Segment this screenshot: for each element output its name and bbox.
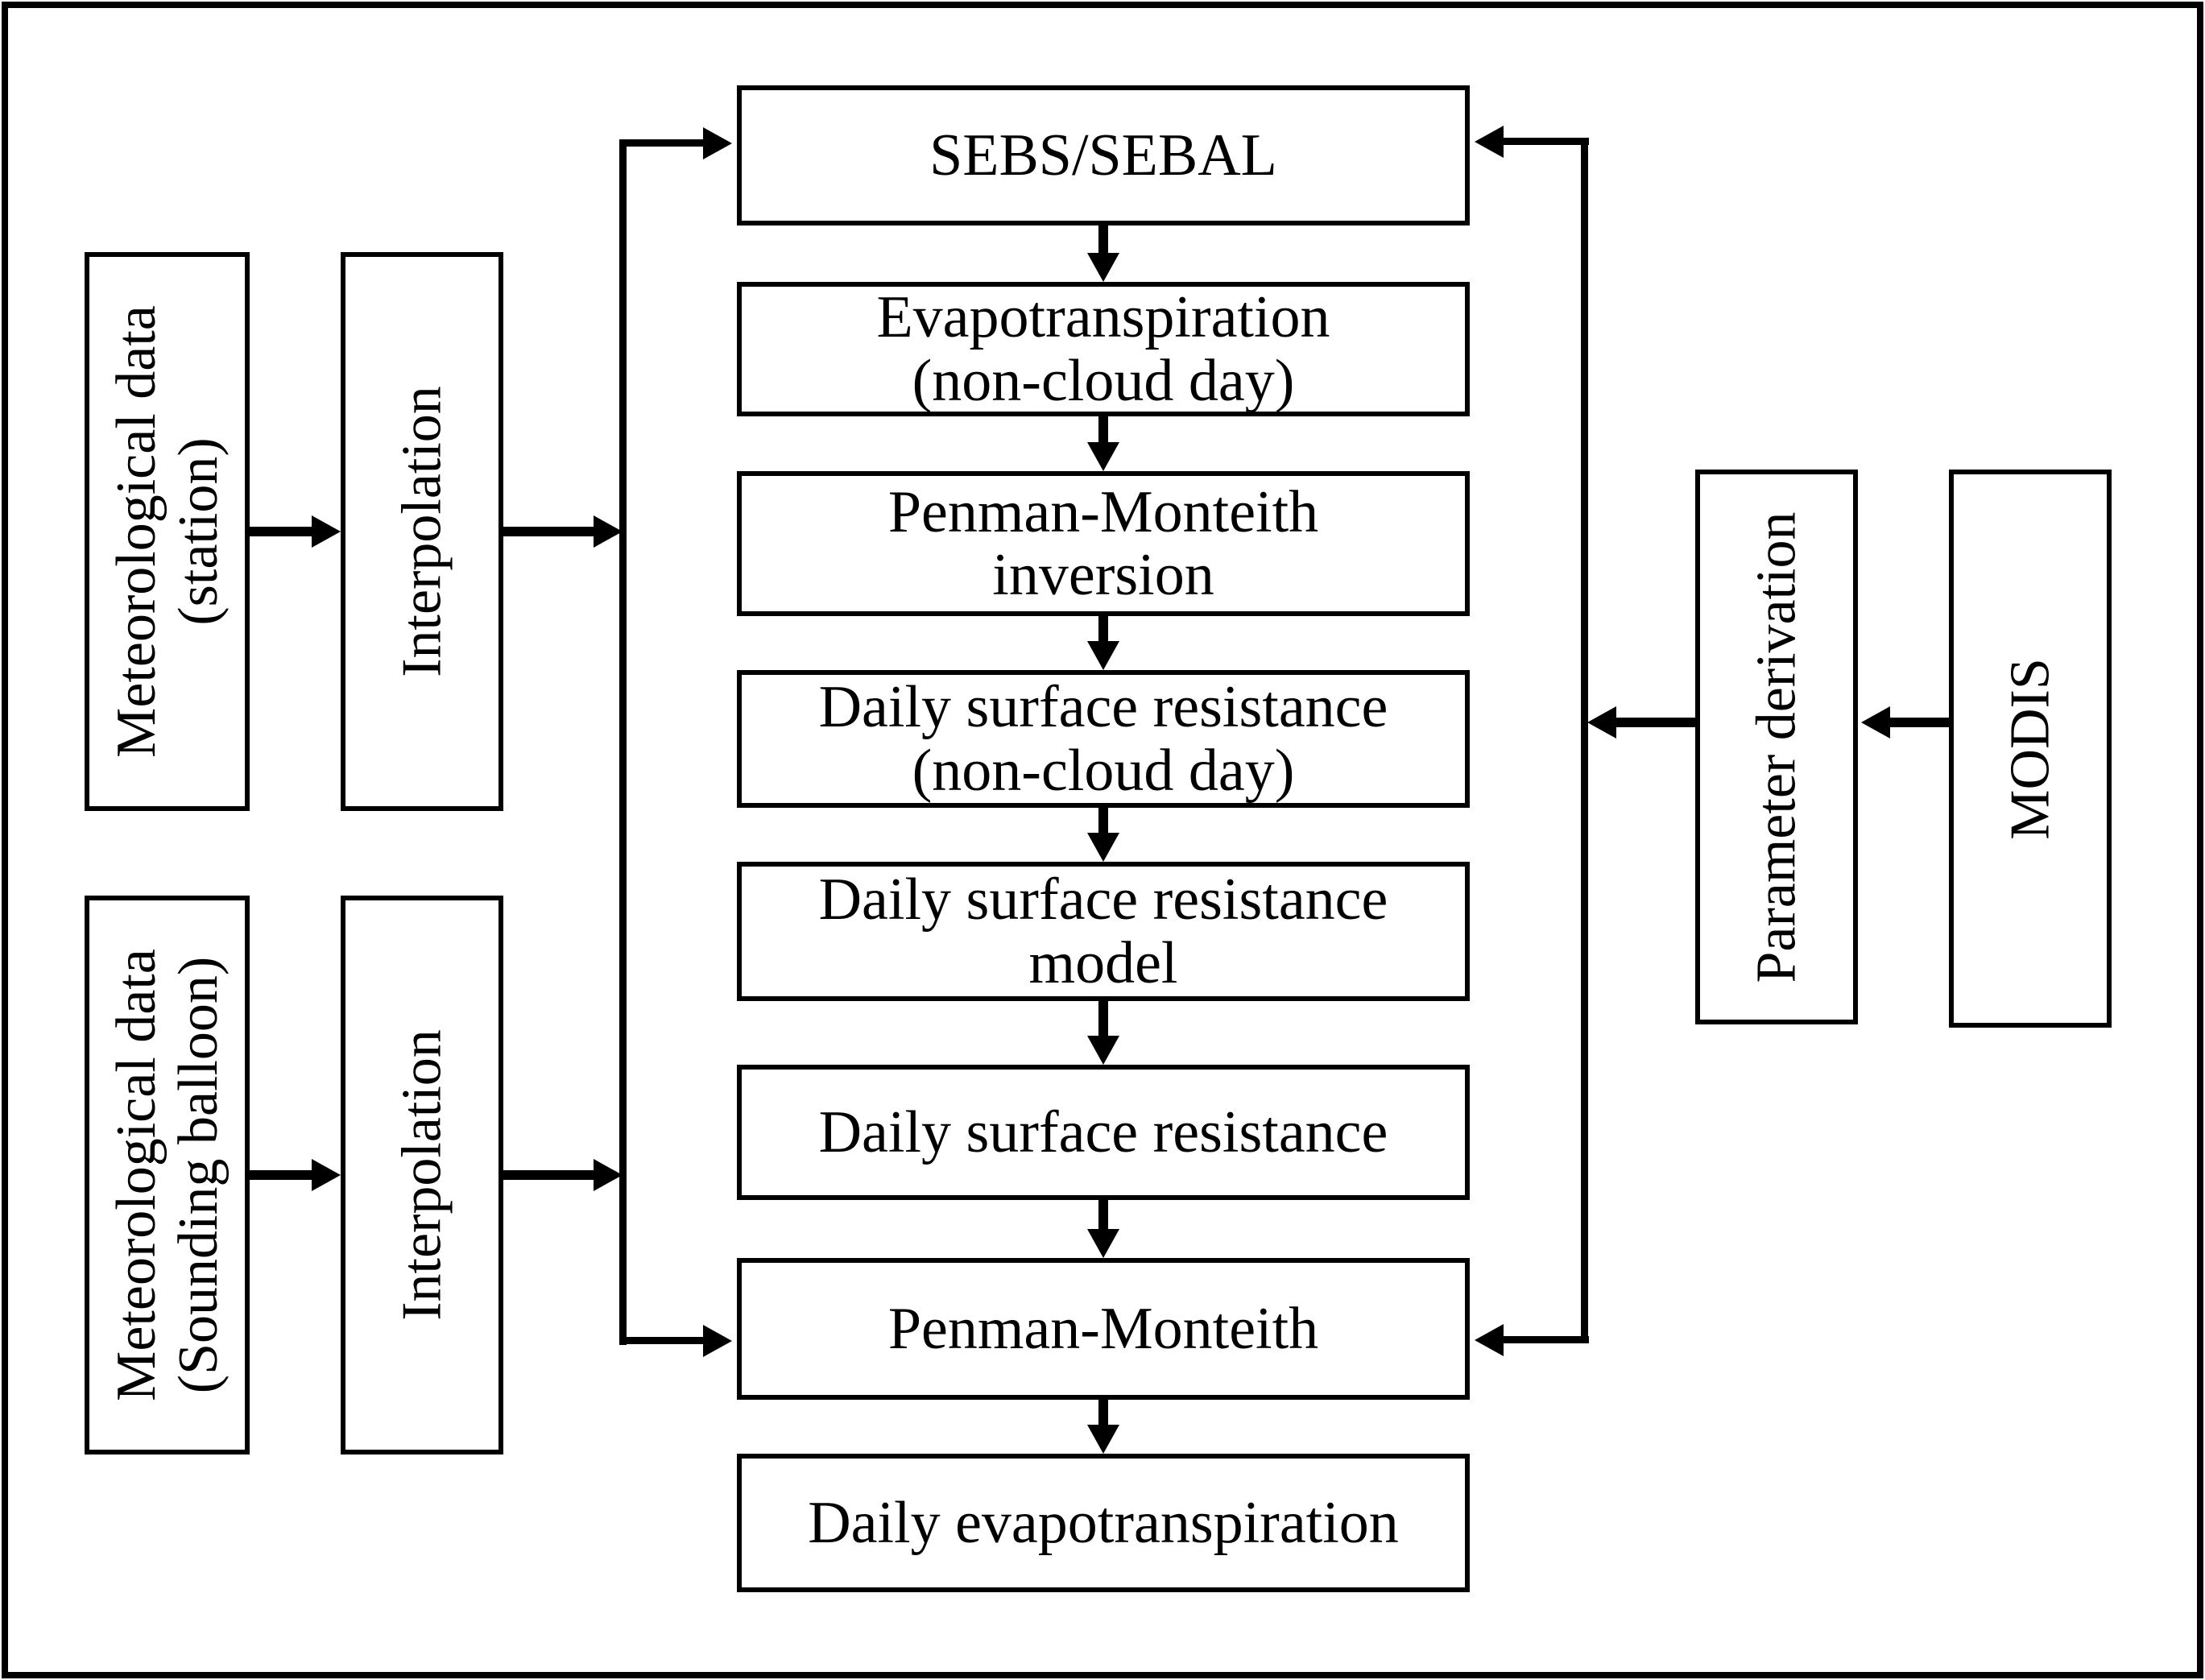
node-interpolation-balloon: Interpolation (341, 896, 503, 1454)
arrow-model-to-dsr-head (1087, 1036, 1119, 1065)
arrow-dsrnc-to-model-head (1087, 833, 1119, 862)
arrow-sebs-to-evap-head (1087, 253, 1119, 282)
arrow-leftbus-to-pm-head (703, 1325, 732, 1357)
node-interpolation-station: Interpolation (341, 252, 503, 811)
node-daily-surface-resistance-non-cloud: Daily surface resistance (non-cloud day) (737, 670, 1470, 808)
node-met-balloon: Meteorological data (Sounding balloon) (85, 896, 250, 1454)
node-daily-surface-resistance: Daily surface resistance (737, 1065, 1470, 1200)
node-penman-monteith: Penman-Monteith (737, 1258, 1470, 1400)
arrow-metstation-to-interp-shaft (250, 527, 313, 536)
node-met-balloon-label: Meteorological data (Sounding balloon) (105, 949, 230, 1401)
node-interpolation-station-label: Interpolation (391, 386, 453, 677)
arrow-rightbus-to-sebs-shaft (1504, 138, 1589, 145)
arrow-pm-to-dailyevap-shaft (1098, 1400, 1108, 1426)
node-met-station: Meteorological data (station) (85, 252, 250, 811)
arrow-interp-to-leftbus-head (594, 515, 623, 548)
node-label-line: inversion (992, 542, 1214, 608)
node-label-line: model (1028, 929, 1178, 996)
arrow-interp2-to-leftbus-head (594, 1159, 623, 1191)
node-label-line: Meteorological data (105, 949, 168, 1401)
node-label-line: Penman-Monteith (887, 1295, 1319, 1362)
node-label-line: Daily evapotranspiration (808, 1489, 1399, 1556)
arrow-rightbus-to-sebs-head (1475, 126, 1504, 158)
arrow-rightbus-to-pm-head (1475, 1324, 1504, 1356)
arrow-param-to-rightbus-head (1587, 706, 1616, 739)
node-daily-surface-resistance-model: Daily surface resistance model (737, 862, 1470, 1001)
arrow-leftbus-to-sebs-head (703, 127, 732, 159)
arrow-modis-to-param-head (1861, 706, 1890, 739)
arrow-param-to-rightbus-shaft (1615, 718, 1695, 727)
node-modis: MODIS (1949, 470, 2112, 1028)
node-label-line: (non-cloud day) (912, 737, 1295, 804)
node-label-line: Parameter derivation (1745, 511, 1808, 983)
node-label-line: (Sounding balloon) (167, 956, 230, 1394)
node-met-station-label: Meteorological data (station) (105, 305, 230, 758)
right-bus-line (1581, 138, 1588, 1343)
arrow-evap-to-pmi-shaft (1098, 416, 1108, 444)
arrow-pmi-to-dsrnc-shaft (1098, 616, 1108, 643)
node-label-line: Daily surface resistance (818, 867, 1388, 933)
node-label-line: Interpolation (391, 386, 453, 677)
arrow-leftbus-to-sebs-shaft (619, 139, 705, 147)
node-label-line: Daily surface resistance (818, 1099, 1388, 1165)
node-modis-label: MODIS (2000, 658, 2062, 840)
node-label-line: Penman-Monteith (887, 478, 1319, 545)
left-bus-line (619, 139, 627, 1345)
node-evapotranspiration-non-cloud: Evapotranspiration (non-cloud day) (737, 282, 1470, 416)
arrow-dsr-to-pm-shaft (1098, 1200, 1108, 1231)
node-parameter-derivation: Parameter derivation (1695, 470, 1858, 1024)
arrow-evap-to-pmi-head (1087, 442, 1119, 471)
node-parameter-derivation-label: Parameter derivation (1746, 511, 1808, 983)
arrow-interp-to-leftbus-shaft (503, 527, 595, 536)
arrow-model-to-dsr-shaft (1098, 1001, 1108, 1037)
node-label-line: Meteorological data (105, 305, 168, 758)
arrow-pm-to-dailyevap-head (1087, 1425, 1119, 1454)
arrow-rightbus-to-pm-shaft (1504, 1336, 1589, 1343)
arrow-dsrnc-to-model-shaft (1098, 808, 1108, 834)
node-penman-monteith-inversion: Penman-Monteith inversion (737, 471, 1470, 616)
arrow-metballoon-to-interp-shaft (250, 1170, 313, 1180)
node-label-line: (non-cloud day) (912, 347, 1295, 414)
node-label-line: (station) (167, 437, 230, 626)
node-sebs-sebal: SEBS/SEBAL (737, 85, 1470, 226)
arrow-sebs-to-evap-shaft (1098, 226, 1108, 254)
arrow-pmi-to-dsrnc-head (1087, 641, 1119, 670)
node-interpolation-balloon-label: Interpolation (391, 1029, 453, 1321)
arrow-modis-to-param-shaft (1889, 718, 1949, 727)
arrow-interp2-to-leftbus-shaft (503, 1170, 595, 1180)
node-label-line: SEBS/SEBAL (929, 122, 1277, 188)
arrow-metstation-to-interp-head (312, 515, 341, 548)
node-label-line: Daily surface resistance (818, 674, 1388, 741)
arrow-leftbus-to-pm-shaft (619, 1337, 705, 1344)
arrow-metballoon-to-interp-head (312, 1159, 341, 1191)
node-label-line: MODIS (1999, 657, 2062, 840)
arrow-dsr-to-pm-head (1087, 1229, 1119, 1258)
node-label-line: Interpolation (391, 1029, 453, 1321)
node-daily-evapotranspiration: Daily evapotranspiration (737, 1454, 1470, 1592)
node-label-line: Evapotranspiration (876, 284, 1330, 351)
